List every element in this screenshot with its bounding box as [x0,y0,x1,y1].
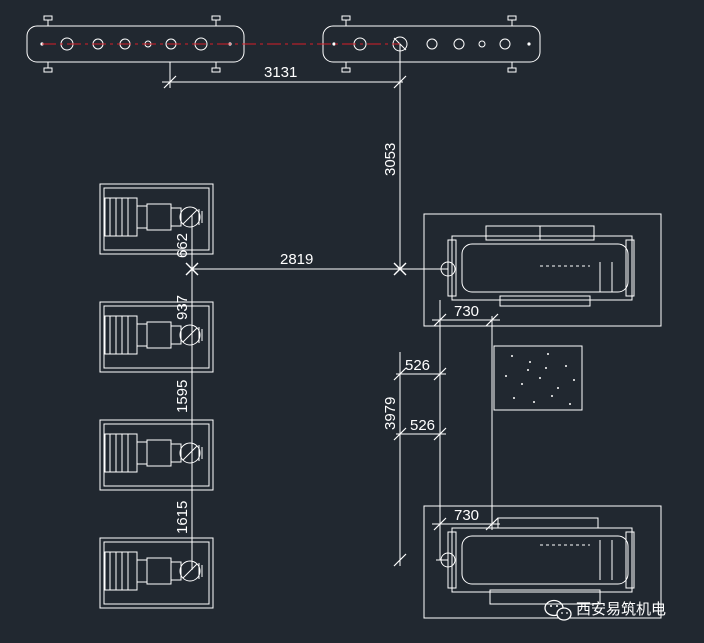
dimension-label-3053: 3053 [382,143,399,176]
watermark: 西安易筑机电 [544,599,666,621]
dimension-730-top: 730 [432,300,500,328]
header-tank-right [322,15,541,73]
watermark-text: 西安易筑机电 [576,601,666,618]
pump-spacing-dimensions: 662 937 1595 1615 [174,215,193,570]
dimension-3053: 3053 [382,44,401,270]
dimension-label-3979: 3979 [382,397,399,430]
dimension-label-730-top: 730 [454,303,479,320]
dimension-730-bottom: 730 [432,507,500,531]
dimension-label-1595: 1595 [174,380,191,413]
dimension-label-937: 937 [174,295,191,320]
chiller-unit-bottom [423,505,662,619]
dimension-label-526-upper: 526 [405,357,430,374]
dimension-label-1615: 1615 [174,501,191,534]
dimension-label-662: 662 [174,233,191,258]
dimension-label-730-bottom: 730 [454,507,479,524]
pump-unit-3 [99,419,214,491]
chiller-link-lines [439,320,493,560]
dimension-3979: 3979 [382,352,407,567]
pump-unit-2 [99,301,214,373]
dimension-2819: 2819 [185,251,440,276]
dimension-label-526-lower: 526 [410,417,435,434]
dimension-526-upper: 526 [393,357,447,381]
pump-unit-1 [99,183,214,255]
control-panel [493,345,583,411]
dimension-526-lower: 526 [393,417,447,441]
dimension-label-2819: 2819 [280,251,313,268]
dimension-3131: 3131 [162,62,407,89]
chiller-unit-top [423,213,662,327]
wechat-icon [544,599,572,621]
pump-unit-4 [99,537,214,609]
dimension-label-3131: 3131 [264,64,297,81]
